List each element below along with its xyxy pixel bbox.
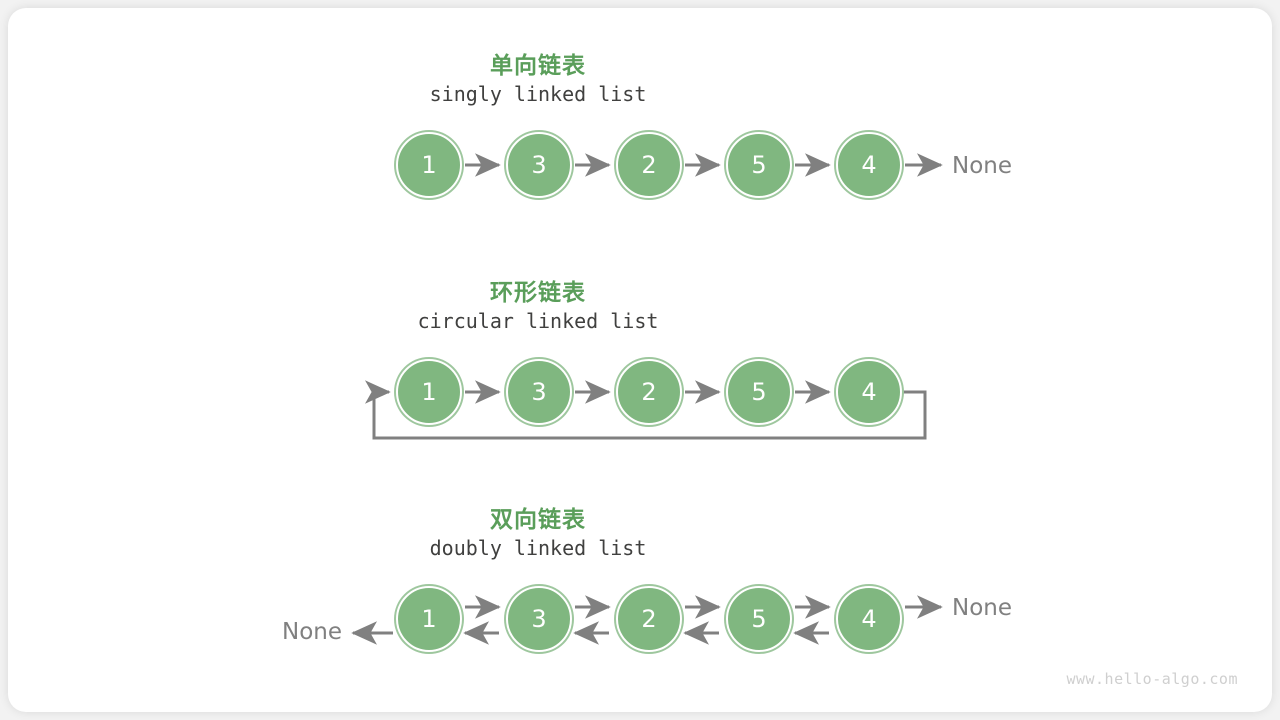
node-value: 4: [861, 605, 877, 633]
doubly-node-0[interactable]: 1: [396, 586, 462, 652]
doubly-node-3[interactable]: 5: [726, 586, 792, 652]
circular-node-0[interactable]: 1: [396, 359, 462, 425]
singly-node-3[interactable]: 5: [726, 132, 792, 198]
node-value: 3: [531, 605, 547, 633]
singly-list-subtitle: singly linked list: [429, 82, 647, 106]
doubly-list-connectors: [351, 595, 943, 645]
singly-node-4[interactable]: 4: [836, 132, 902, 198]
node-value: 3: [531, 378, 547, 406]
circular-list-title: 环形链表: [490, 279, 586, 305]
circular-node-4[interactable]: 4: [836, 359, 902, 425]
node-value: 5: [751, 378, 767, 406]
node-value: 3: [531, 151, 547, 179]
node-value: 2: [641, 605, 657, 633]
doubly-node-1[interactable]: 3: [506, 586, 572, 652]
circular-list-subtitle: circular linked list: [417, 309, 659, 333]
circular-node-1[interactable]: 3: [506, 359, 572, 425]
node-value: 2: [641, 378, 657, 406]
node-value: 2: [641, 151, 657, 179]
diagram-card: 单向链表 singly linked list 1 3 2 5 4 None 环…: [8, 8, 1272, 712]
circular-node-2[interactable]: 2: [616, 359, 682, 425]
singly-node-1[interactable]: 3: [506, 132, 572, 198]
doubly-node-4[interactable]: 4: [836, 586, 902, 652]
node-value: 4: [861, 378, 877, 406]
doubly-node-2[interactable]: 2: [616, 586, 682, 652]
singly-tail-none-label: None: [952, 153, 1013, 179]
circular-list-connectors: [365, 380, 927, 440]
node-value: 1: [421, 151, 437, 179]
doubly-list-title: 双向链表: [490, 506, 586, 532]
doubly-tail-none-label: None: [952, 595, 1013, 621]
singly-node-2[interactable]: 2: [616, 132, 682, 198]
singly-node-0[interactable]: 1: [396, 132, 462, 198]
circular-node-3[interactable]: 5: [726, 359, 792, 425]
watermark: www.hello-algo.com: [1066, 670, 1238, 688]
node-value: 5: [751, 151, 767, 179]
circular-loopback-path: [365, 380, 927, 440]
node-value: 1: [421, 378, 437, 406]
doubly-head-none-label: None: [282, 619, 343, 645]
node-value: 1: [421, 605, 437, 633]
node-value: 4: [861, 151, 877, 179]
node-value: 5: [751, 605, 767, 633]
connector-layer: [351, 153, 943, 645]
doubly-list-subtitle: doubly linked list: [429, 536, 647, 560]
singly-list-title: 单向链表: [490, 52, 586, 78]
